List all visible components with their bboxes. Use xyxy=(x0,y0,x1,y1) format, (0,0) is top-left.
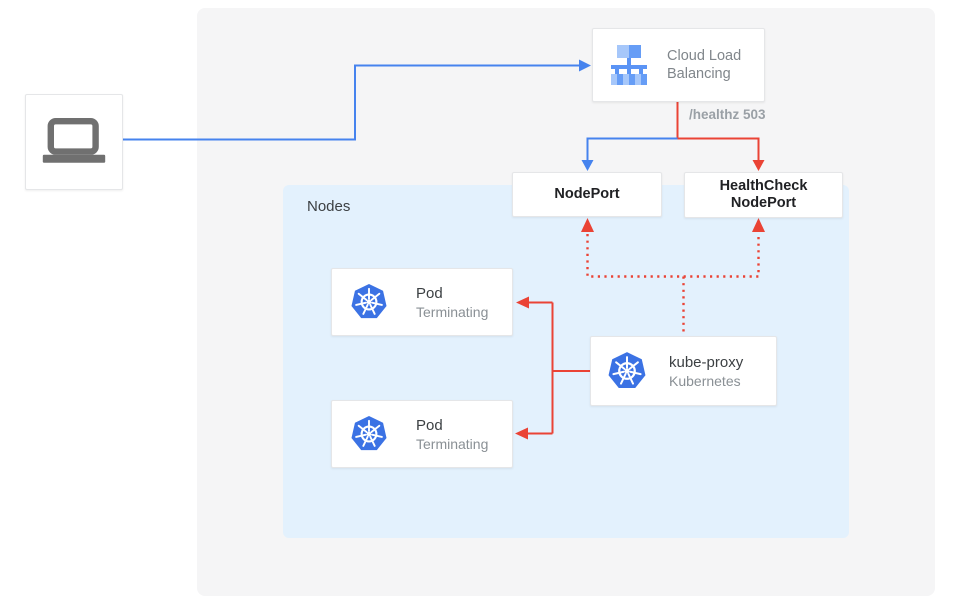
pod-title: Pod xyxy=(416,416,443,434)
pod-title: Pod xyxy=(416,284,443,302)
cloud-load-balancing-icon xyxy=(607,45,651,85)
kube-proxy-title: kube-proxy xyxy=(669,353,744,371)
nodeport-card: NodePort xyxy=(512,172,662,217)
cloud-load-balancing-label: Cloud Load Balancing xyxy=(667,48,742,82)
healthz-503-label: /healthz 503 xyxy=(689,107,766,122)
pod-status: Terminating xyxy=(416,303,489,320)
pod-terminating-1-card: Pod Terminating xyxy=(331,268,513,336)
healthcheck-nodeport-card: HealthCheck NodePort xyxy=(684,172,843,218)
kube-proxy-card: kube-proxy Kubernetes xyxy=(590,336,777,406)
pod-status: Terminating xyxy=(416,435,489,452)
kube-proxy-subtitle: Kubernetes xyxy=(669,372,741,389)
healthcheck-nodeport-label: HealthCheck NodePort xyxy=(719,178,808,211)
laptop-icon xyxy=(38,118,110,166)
nodeport-label: NodePort xyxy=(554,186,620,202)
client-device-card xyxy=(25,94,123,190)
kubernetes-icon xyxy=(350,283,388,321)
kubernetes-icon xyxy=(350,415,388,453)
nodes-panel-label: Nodes xyxy=(307,198,351,215)
cloud-load-balancing-card: Cloud Load Balancing xyxy=(592,28,765,102)
kubernetes-icon xyxy=(607,351,647,391)
pod-terminating-2-card: Pod Terminating xyxy=(331,400,513,468)
